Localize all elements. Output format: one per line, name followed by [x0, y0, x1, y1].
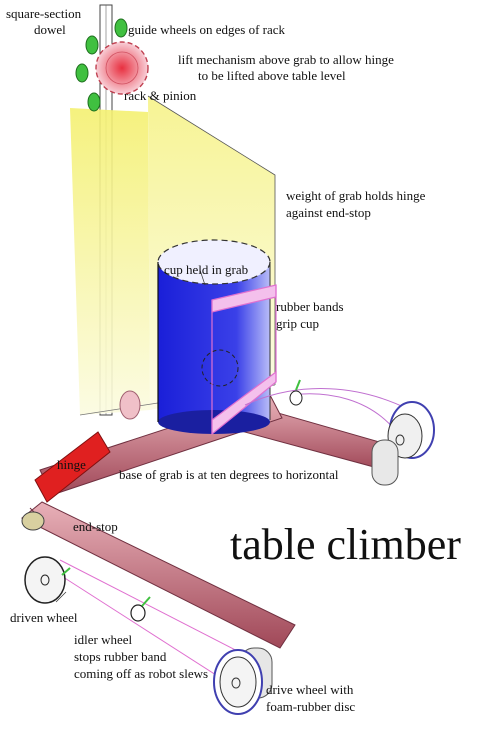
diagram-title: table climber [230, 520, 461, 569]
pinion-gear [95, 41, 149, 95]
rear-drive-wheel [371, 401, 435, 486]
cup [157, 239, 271, 434]
label-idler-2: stops rubber band [74, 649, 167, 664]
front-drive-wheel [213, 647, 273, 715]
rear-idler [289, 379, 303, 406]
guide-wheels [75, 18, 128, 112]
label-dowel-1: square-section [6, 6, 82, 21]
leader-lines [55, 269, 206, 603]
label-lift-2: to be lifted above table level [198, 68, 346, 83]
label-cup: cup held in grab [164, 262, 249, 277]
label-guide-wheels: guide wheels on edges of rack [128, 22, 286, 37]
label-lift-1: lift mechanism above grab to allow hinge [178, 52, 394, 67]
label-dowel-2: dowel [34, 22, 66, 37]
rubber-bands [59, 284, 411, 701]
label-weight-2: against end-stop [286, 205, 371, 220]
label-idler-1: idler wheel [74, 632, 133, 647]
label-drive-2: foam-rubber disc [266, 699, 356, 714]
label-driven-wheel: driven wheel [10, 610, 78, 625]
label-idler-3: coming off as robot slews [74, 666, 209, 681]
label-weight-1: weight of grab holds hinge [286, 188, 426, 203]
label-rubber-1: rubber bands [276, 299, 344, 314]
label-end-stop: end-stop [73, 519, 118, 534]
label-rack-pinion: rack & pinion [124, 88, 197, 103]
label-hinge: hinge [57, 457, 86, 472]
label-drive-1: drive wheel with [266, 682, 354, 697]
label-base: base of grab is at ten degrees to horizo… [119, 467, 339, 482]
hinge [21, 390, 141, 531]
label-rubber-2: grip cup [276, 316, 319, 331]
idler-wheel [130, 596, 151, 622]
driven-wheel [24, 556, 71, 604]
